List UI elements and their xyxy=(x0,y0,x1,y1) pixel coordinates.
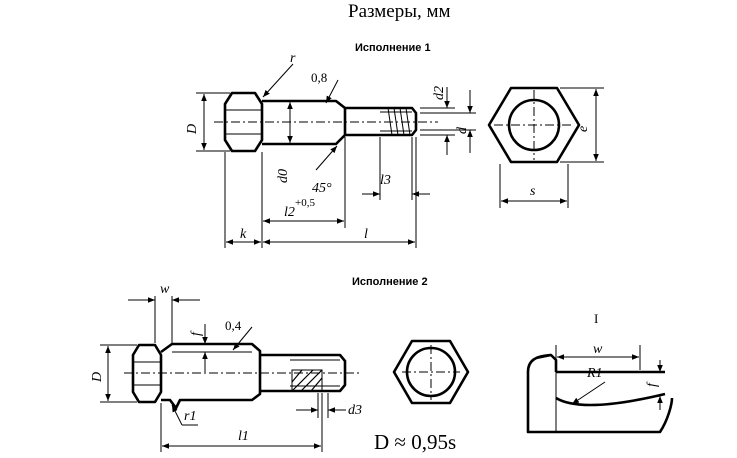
variant1-side-view xyxy=(214,91,438,153)
formula-D: D ≈ 0,95s xyxy=(374,430,456,454)
label-l1: l1 xyxy=(238,429,249,444)
label-f-v2: f xyxy=(189,330,204,336)
label-r: r xyxy=(290,51,296,66)
variant2-caption: Исполнение 2 xyxy=(352,276,428,288)
label-d0: d0 xyxy=(276,169,291,183)
label-D-v2: D xyxy=(90,372,105,383)
variant2-side-view xyxy=(124,324,360,410)
label-R1: R1 xyxy=(586,366,603,381)
variant1-hex-end-view: e s xyxy=(487,86,604,208)
label-d2: d2 xyxy=(432,86,447,100)
label-w-v2: w xyxy=(160,282,170,297)
detail-caption: I xyxy=(594,311,598,326)
variant1-dimensions: r 0,8 D d0 45° d2 d l3 l2 xyxy=(185,51,476,248)
label-D-v1: D xyxy=(185,124,200,135)
label-chamfer-04: 0,4 xyxy=(225,318,242,333)
label-w-detail: w xyxy=(593,342,603,357)
label-s: s xyxy=(530,184,536,199)
label-e: e xyxy=(576,126,591,132)
label-chamfer-08: 0,8 xyxy=(311,70,327,85)
label-l2: l2 xyxy=(284,205,295,220)
page-title: Размеры, мм xyxy=(348,1,451,22)
label-angle-45: 45° xyxy=(312,181,332,196)
label-k: k xyxy=(240,227,247,242)
label-f-detail: f xyxy=(645,381,660,387)
variant2-hex-end-view xyxy=(392,339,470,405)
label-l: l xyxy=(364,227,368,242)
variant1-caption: Исполнение 1 xyxy=(355,42,431,54)
label-l2-tolerance: +0,5 xyxy=(295,197,315,209)
label-r1: r1 xyxy=(184,409,196,424)
label-d3: d3 xyxy=(348,403,362,418)
label-l3: l3 xyxy=(380,173,391,188)
detail-view xyxy=(526,345,674,434)
label-d: d xyxy=(455,126,470,134)
variant2-dimensions: w f 0,4 D r1 l1 d3 xyxy=(90,282,362,452)
